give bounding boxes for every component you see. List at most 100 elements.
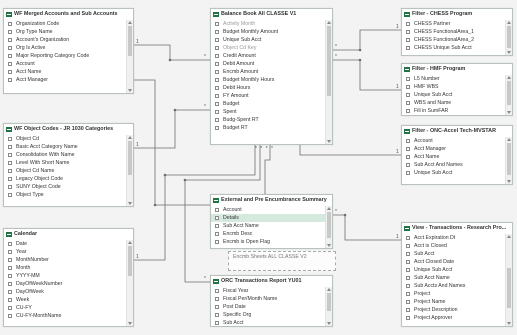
field-row[interactable]: Sub Acct Name bbox=[211, 222, 326, 230]
field-row[interactable]: CU-FY bbox=[4, 304, 127, 312]
field-row[interactable]: CU-FY-MonthName bbox=[4, 312, 127, 320]
field-row[interactable]: CHESS FunctionalArea_1 bbox=[402, 28, 506, 36]
field-row[interactable]: Week bbox=[4, 296, 127, 304]
scroll-thumb[interactable] bbox=[507, 81, 511, 105]
scroll-down-icon[interactable] bbox=[128, 202, 132, 205]
scroll-thumb[interactable] bbox=[327, 212, 331, 238]
field-row[interactable]: Budget Monthly Hours bbox=[211, 76, 326, 84]
scrollbar[interactable] bbox=[126, 240, 133, 326]
field-row[interactable]: CHESS Partner bbox=[402, 20, 506, 28]
field-row[interactable]: Acct Manager bbox=[4, 76, 127, 84]
field-row[interactable]: Org Is Active bbox=[4, 44, 127, 52]
table-header[interactable]: Filter - ONC-Accel Tech-MVSTAR bbox=[402, 126, 512, 136]
field-row[interactable]: Fiscal Per/Month Name bbox=[211, 295, 326, 303]
scroll-down-icon[interactable] bbox=[507, 322, 511, 325]
scroll-thumb[interactable] bbox=[507, 268, 511, 308]
scroll-thumb[interactable] bbox=[128, 141, 132, 175]
field-row[interactable]: FY Amount bbox=[211, 92, 326, 100]
field-row[interactable]: Spent bbox=[211, 108, 326, 116]
field-row[interactable]: Sub Acct Name bbox=[402, 274, 506, 282]
field-row[interactable]: Fiscal Year bbox=[211, 287, 326, 295]
scrollbar[interactable] bbox=[505, 20, 512, 55]
table-research-transactions[interactable]: View - Transactions - Research Pro... Ac… bbox=[401, 222, 513, 327]
scroll-down-icon[interactable] bbox=[507, 51, 511, 54]
scroll-thumb[interactable] bbox=[507, 143, 511, 175]
scroll-down-icon[interactable] bbox=[507, 180, 511, 183]
table-filter-onc[interactable]: Filter - ONC-Accel Tech-MVSTAR Account A… bbox=[401, 125, 513, 185]
field-row[interactable]: Object Cd Name bbox=[4, 167, 127, 175]
scroll-up-icon[interactable] bbox=[128, 21, 132, 24]
field-row[interactable]: Unique Sub Acct bbox=[402, 91, 506, 99]
field-row[interactable]: Budget Monthly Amount bbox=[211, 28, 326, 36]
field-row[interactable]: Object Cd bbox=[4, 135, 127, 143]
field-row[interactable]: Level With Short Name bbox=[4, 159, 127, 167]
field-row[interactable]: SUNY Object Code bbox=[4, 183, 127, 191]
field-row[interactable]: Project Description bbox=[402, 306, 506, 314]
field-row[interactable]: Specific Org bbox=[211, 311, 326, 319]
table-header[interactable]: Balance Book All CLASSE V1 bbox=[211, 9, 332, 19]
scroll-up-icon[interactable] bbox=[128, 136, 132, 139]
field-row[interactable]: CHESS Unique Sub Acct bbox=[402, 44, 506, 52]
scrollbar[interactable] bbox=[505, 75, 512, 115]
field-row[interactable]: Acct is Closed bbox=[402, 242, 506, 250]
scroll-down-icon[interactable] bbox=[327, 140, 331, 143]
field-row[interactable]: CHESS FunctionalArea_2 bbox=[402, 36, 506, 44]
scroll-down-icon[interactable] bbox=[327, 322, 331, 325]
field-row[interactable]: Project Approver bbox=[402, 314, 506, 322]
table-filter-hmf[interactable]: Filter - HMF Program L5 Number HMF WBS U… bbox=[401, 63, 513, 116]
field-row[interactable]: Basic Acct Category Name bbox=[4, 143, 127, 151]
field-row[interactable]: Organization Code bbox=[4, 20, 127, 28]
field-row[interactable]: Details bbox=[211, 214, 326, 222]
field-row[interactable]: Account's Organization bbox=[4, 36, 127, 44]
table-merged-accounts[interactable]: WF Merged Accounts and Sub Accounts Orga… bbox=[3, 8, 134, 94]
scroll-up-icon[interactable] bbox=[507, 21, 511, 24]
scroll-up-icon[interactable] bbox=[327, 288, 331, 291]
scroll-up-icon[interactable] bbox=[327, 21, 331, 24]
field-row[interactable]: Sub Acct And Names bbox=[402, 161, 506, 169]
field-row[interactable]: Acct Name bbox=[4, 68, 127, 76]
table-header[interactable]: WF Object Codes - JR 1030 Categories bbox=[4, 124, 133, 134]
table-header[interactable]: External and Pre Encumbrance Summary bbox=[211, 195, 332, 205]
scrollbar[interactable] bbox=[325, 20, 332, 144]
field-row[interactable]: Year bbox=[4, 248, 127, 256]
field-row[interactable]: Sub Acct bbox=[402, 250, 506, 258]
table-header[interactable]: Filter - CHESS Program bbox=[402, 9, 512, 19]
field-row[interactable]: Acct Manager bbox=[402, 145, 506, 153]
field-row[interactable]: Encmb Amount bbox=[211, 68, 326, 76]
table-orc-transactions[interactable]: ORC Transactions Report YU01 Fiscal Year… bbox=[210, 275, 333, 327]
scroll-thumb[interactable] bbox=[327, 26, 331, 96]
field-row[interactable]: Post Date bbox=[211, 303, 326, 311]
field-row[interactable]: YYYY-MM bbox=[4, 272, 127, 280]
field-row[interactable]: DayOfWeek bbox=[4, 288, 127, 296]
field-row[interactable]: Budg-Spent RT bbox=[211, 116, 326, 124]
field-row[interactable]: L5 Number bbox=[402, 75, 506, 83]
field-row[interactable]: Acct Name bbox=[402, 153, 506, 161]
scroll-thumb[interactable] bbox=[507, 26, 511, 48]
table-external-summary[interactable]: External and Pre Encumbrance Summary Acc… bbox=[210, 194, 333, 249]
scroll-down-icon[interactable] bbox=[128, 322, 132, 325]
table-header[interactable]: Calendar bbox=[4, 229, 133, 239]
field-row[interactable]: Legacy Object Code bbox=[4, 175, 127, 183]
scroll-thumb[interactable] bbox=[128, 246, 132, 276]
field-row[interactable]: Credit Amount bbox=[211, 52, 326, 60]
field-row[interactable]: Unique Sub Acct bbox=[211, 36, 326, 44]
field-row[interactable]: Account bbox=[211, 206, 326, 214]
field-row[interactable]: Budget RT bbox=[211, 124, 326, 132]
table-filter-chess[interactable]: Filter - CHESS Program CHESS Partner CHE… bbox=[401, 8, 513, 56]
field-row[interactable]: Acct Expiration Dt bbox=[402, 234, 506, 242]
field-row[interactable]: Org Type Name bbox=[4, 28, 127, 36]
scrollbar[interactable] bbox=[126, 20, 133, 93]
table-header[interactable]: WF Merged Accounts and Sub Accounts bbox=[4, 9, 133, 19]
field-row[interactable]: Sub Accts And Names bbox=[402, 282, 506, 290]
field-row[interactable]: DayOfWeekNumber bbox=[4, 280, 127, 288]
field-row[interactable]: Debit Amount bbox=[211, 60, 326, 68]
field-row[interactable]: Unique Sub Acct bbox=[402, 169, 506, 177]
field-row[interactable]: HMF WBS bbox=[402, 83, 506, 91]
field-row[interactable]: Major Reporting Category Code bbox=[4, 52, 127, 60]
scrollbar[interactable] bbox=[126, 135, 133, 206]
field-row[interactable]: Budget bbox=[211, 100, 326, 108]
scroll-thumb[interactable] bbox=[128, 26, 132, 56]
scroll-down-icon[interactable] bbox=[128, 89, 132, 92]
scrollbar[interactable] bbox=[325, 287, 332, 326]
scroll-up-icon[interactable] bbox=[327, 207, 331, 210]
